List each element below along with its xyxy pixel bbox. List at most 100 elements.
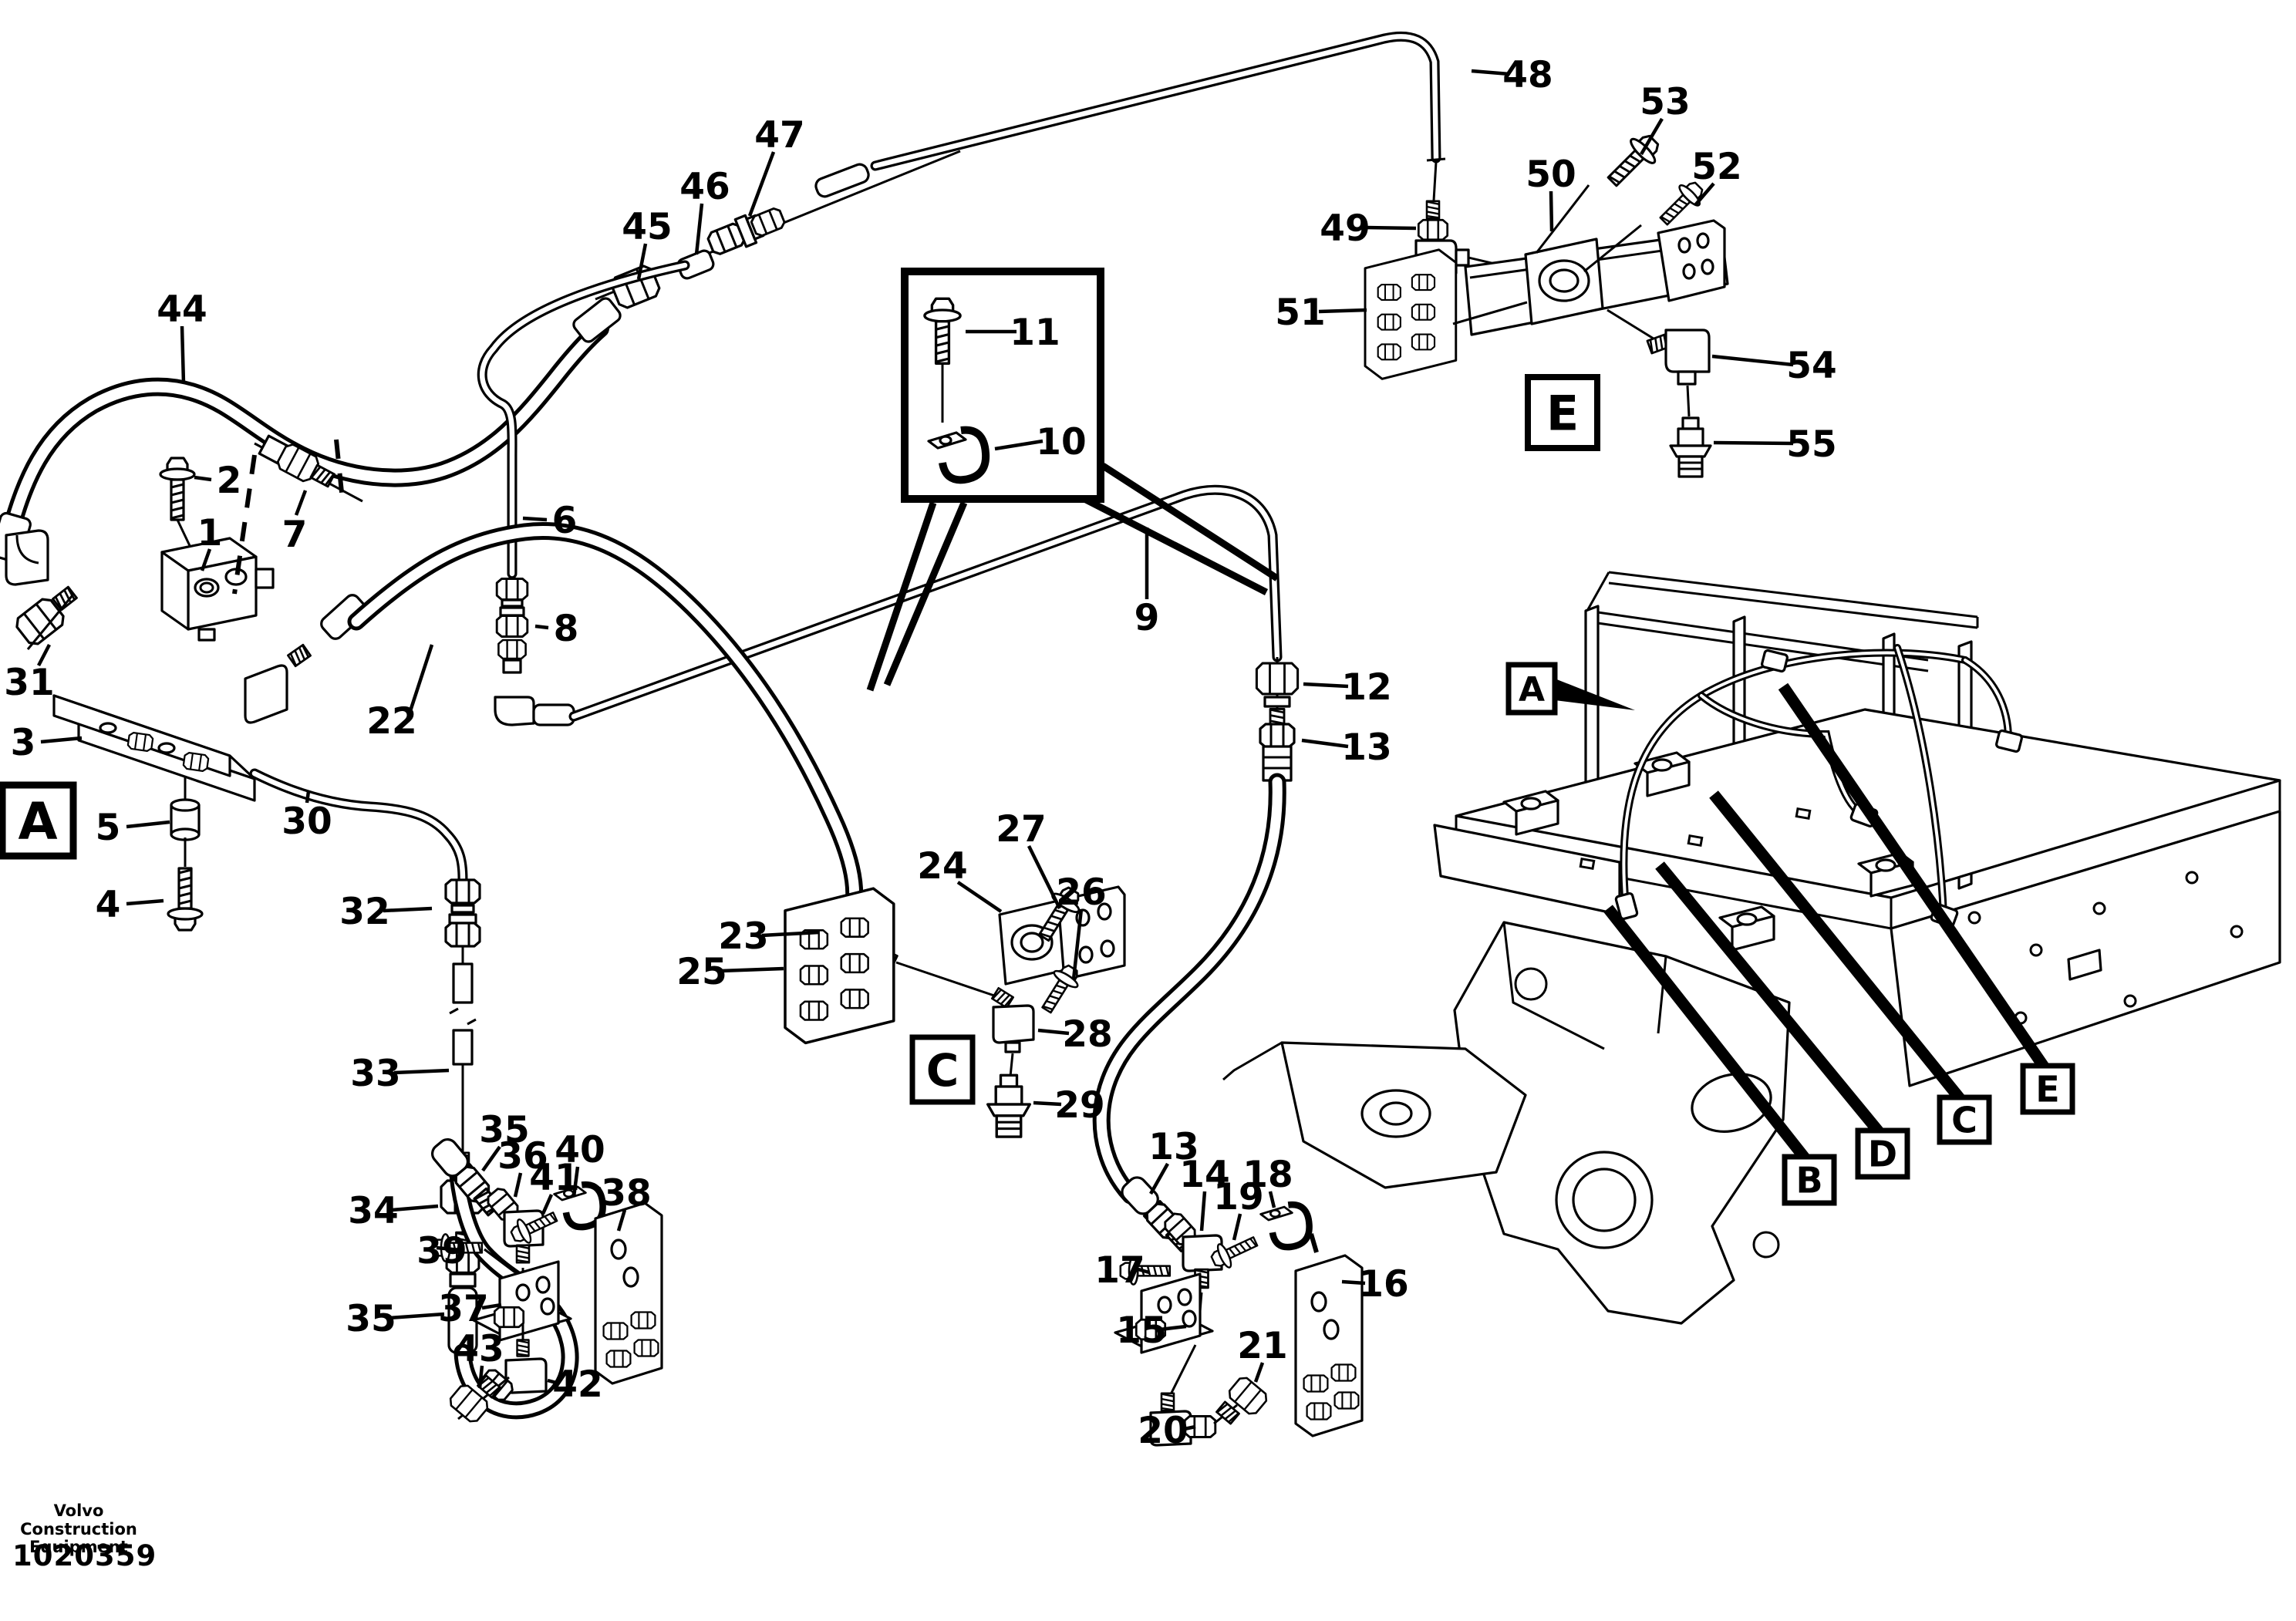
callout-leader-49 <box>1363 225 1417 231</box>
callout-25: 25 <box>676 951 727 993</box>
callout-36: 36 <box>497 1135 548 1178</box>
frame-ref-E: E <box>2035 1069 2059 1110</box>
fitting-55 <box>1669 416 1712 478</box>
callout-28: 28 <box>1062 1013 1112 1056</box>
fittings-32-35 <box>440 878 486 1354</box>
callout-14: 14 <box>1179 1154 1229 1196</box>
position-dash-line <box>232 454 257 595</box>
bolt-4 <box>167 867 204 932</box>
callout-leader-15 <box>1159 1324 1187 1332</box>
pipe-6 <box>477 260 690 579</box>
callout-leader-46 <box>694 203 704 255</box>
thick-leader-line <box>883 501 968 686</box>
frame-ref-B-box <box>1782 1154 1837 1206</box>
hose-13 <box>1092 773 1286 1255</box>
callout-21: 21 <box>1237 1325 1287 1367</box>
callout-13: 13 <box>1341 726 1391 769</box>
callout-leader-35 <box>481 1145 501 1172</box>
elbow-54 <box>1607 308 1711 417</box>
position-dash-line-2 <box>334 439 345 500</box>
callout-leader-25 <box>720 966 784 973</box>
callout-leader-4 <box>126 898 164 906</box>
fittings-12-13 <box>1255 657 1300 782</box>
callout-40: 40 <box>555 1129 605 1171</box>
callout-47: 47 <box>754 114 804 157</box>
callout-26: 26 <box>1056 871 1106 914</box>
callout-leader-6 <box>522 516 548 522</box>
callout-6: 6 <box>552 500 578 542</box>
plate-38 <box>595 1203 662 1383</box>
machine-frame-view <box>1222 571 2281 1325</box>
callout-leader-22 <box>407 644 434 714</box>
callout-leader-3 <box>40 736 83 744</box>
callout-leader-42 <box>547 1378 560 1386</box>
callout-leader-36 <box>513 1172 523 1198</box>
callout-leader-30 <box>305 790 311 804</box>
callout-leader-19 <box>1232 1213 1242 1241</box>
document-number: 1020359 <box>12 1539 157 1572</box>
callout-8: 8 <box>554 608 579 650</box>
bracket-24 <box>998 881 1126 1019</box>
elbow-42-43 <box>446 1323 548 1426</box>
callout-52: 52 <box>1691 146 1741 188</box>
pipe-30 <box>249 768 468 885</box>
thick-leader-line <box>866 501 937 692</box>
callout-10: 10 <box>1036 421 1086 463</box>
callout-leader-1 <box>200 548 212 571</box>
elbow-fitting-31 <box>5 529 78 650</box>
detail-ref-C: C <box>926 1044 959 1097</box>
check-valve-7 <box>232 434 363 595</box>
callout-11: 11 <box>1010 312 1060 354</box>
callout-13: 13 <box>1148 1126 1199 1168</box>
pipe-sleeve <box>814 163 870 198</box>
callout-leader-16 <box>1341 1279 1366 1286</box>
callout-leader-52 <box>1694 182 1715 207</box>
callout-leader-31 <box>37 643 51 667</box>
callout-33: 33 <box>350 1053 400 1095</box>
callout-leader-2 <box>194 475 212 482</box>
callout-leader-38 <box>616 1209 627 1232</box>
callout-16: 16 <box>1358 1263 1408 1306</box>
detail-ref-A-frame: A <box>1519 670 1545 709</box>
callout-35: 35 <box>346 1298 396 1340</box>
bolt-2 <box>159 457 196 521</box>
callout-leader-50 <box>1549 190 1554 232</box>
callout-leader-33 <box>393 1068 450 1075</box>
callout-43: 43 <box>453 1328 504 1370</box>
detail-ref-E: E <box>1546 385 1579 441</box>
callout-51: 51 <box>1275 292 1325 334</box>
callout-leader-8 <box>534 624 549 630</box>
detail-a-arrow <box>1555 679 1635 710</box>
callout-55: 55 <box>1786 423 1836 466</box>
callout-17: 17 <box>1094 1249 1145 1292</box>
callout-19: 19 <box>1213 1176 1263 1218</box>
callout-31: 31 <box>4 662 54 704</box>
pipe-48 <box>870 31 1446 171</box>
callout-leader-37 <box>481 1303 502 1310</box>
callout-leader-54 <box>1711 354 1794 367</box>
frame-ref-E-box <box>2020 1063 2075 1115</box>
callout-leader-53 <box>1640 117 1664 156</box>
callout-leader-13 <box>1301 738 1349 749</box>
callout-5: 5 <box>96 807 121 849</box>
callout-leader-17 <box>1138 1267 1150 1275</box>
callout-leader-14 <box>1199 1191 1207 1232</box>
hose-22 <box>244 522 864 933</box>
callout-4: 4 <box>96 884 121 926</box>
bracket-3-assembly <box>52 694 256 932</box>
union-47 <box>705 205 787 258</box>
frame-ref-D: D <box>1868 1134 1897 1175</box>
detail-ref-C-box <box>909 1034 976 1105</box>
callout-48: 48 <box>1502 54 1553 96</box>
callout-50: 50 <box>1526 153 1576 196</box>
callout-leader-43 <box>477 1365 484 1389</box>
elbow-28 <box>990 987 1035 1077</box>
callout-30: 30 <box>282 800 332 843</box>
callout-leader-27 <box>1027 845 1062 909</box>
callout-34: 34 <box>348 1190 398 1232</box>
frame-ref-B: B <box>1795 1160 1822 1201</box>
callout-leader-51 <box>1318 308 1367 314</box>
callout-leader-34 <box>391 1204 439 1212</box>
frame-ref-C: C <box>1951 1100 1977 1141</box>
